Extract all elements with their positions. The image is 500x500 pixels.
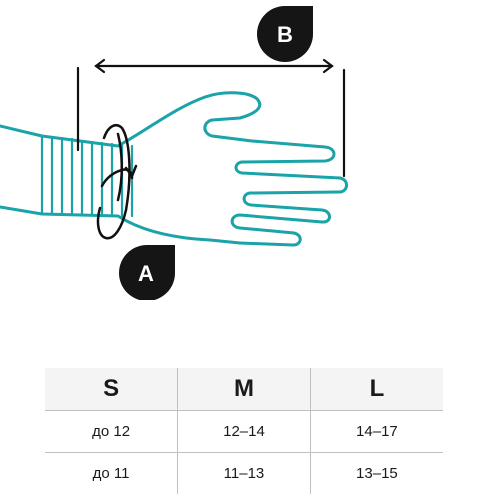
table-cell: 13–15 — [356, 464, 398, 482]
table-cell: до 11 — [45, 452, 179, 494]
marker-b: B — [257, 6, 313, 62]
size-header-l: L — [310, 368, 443, 411]
forearm-bottom-outline — [0, 205, 242, 245]
table-cell: 14–17 — [310, 410, 443, 453]
hand-outline — [0, 91, 348, 247]
table-cell: 12–14 — [177, 410, 311, 453]
table-row: до 11 11–13 13–15 — [45, 452, 443, 494]
size-header-m: M — [177, 368, 311, 411]
size-table: S M L до 12 12–14 14–17 до 11 11–13 13–1… — [45, 368, 443, 494]
table-cell: до 12 — [45, 410, 179, 453]
size-header-s: S — [45, 368, 179, 411]
table-row: до 12 12–14 14–17 — [45, 410, 443, 453]
marker-b-label: B — [277, 22, 293, 47]
forearm-thumb-outline — [0, 91, 262, 148]
marker-a-label: A — [138, 261, 154, 286]
measurement-b-lines — [76, 58, 346, 178]
table-cell: 11–13 — [177, 452, 311, 494]
wrist-support-stripes — [40, 134, 134, 218]
arrow-left-head — [94, 58, 106, 74]
size-header-row: S M L — [45, 368, 443, 411]
arrow-right-head — [322, 58, 334, 74]
hand-measurement-diagram: B A — [0, 6, 348, 300]
finger-middle-ring — [230, 191, 331, 247]
marker-a: A — [119, 245, 175, 300]
finger-index — [234, 139, 348, 195]
measurement-a-wrap-arrow — [96, 124, 138, 240]
